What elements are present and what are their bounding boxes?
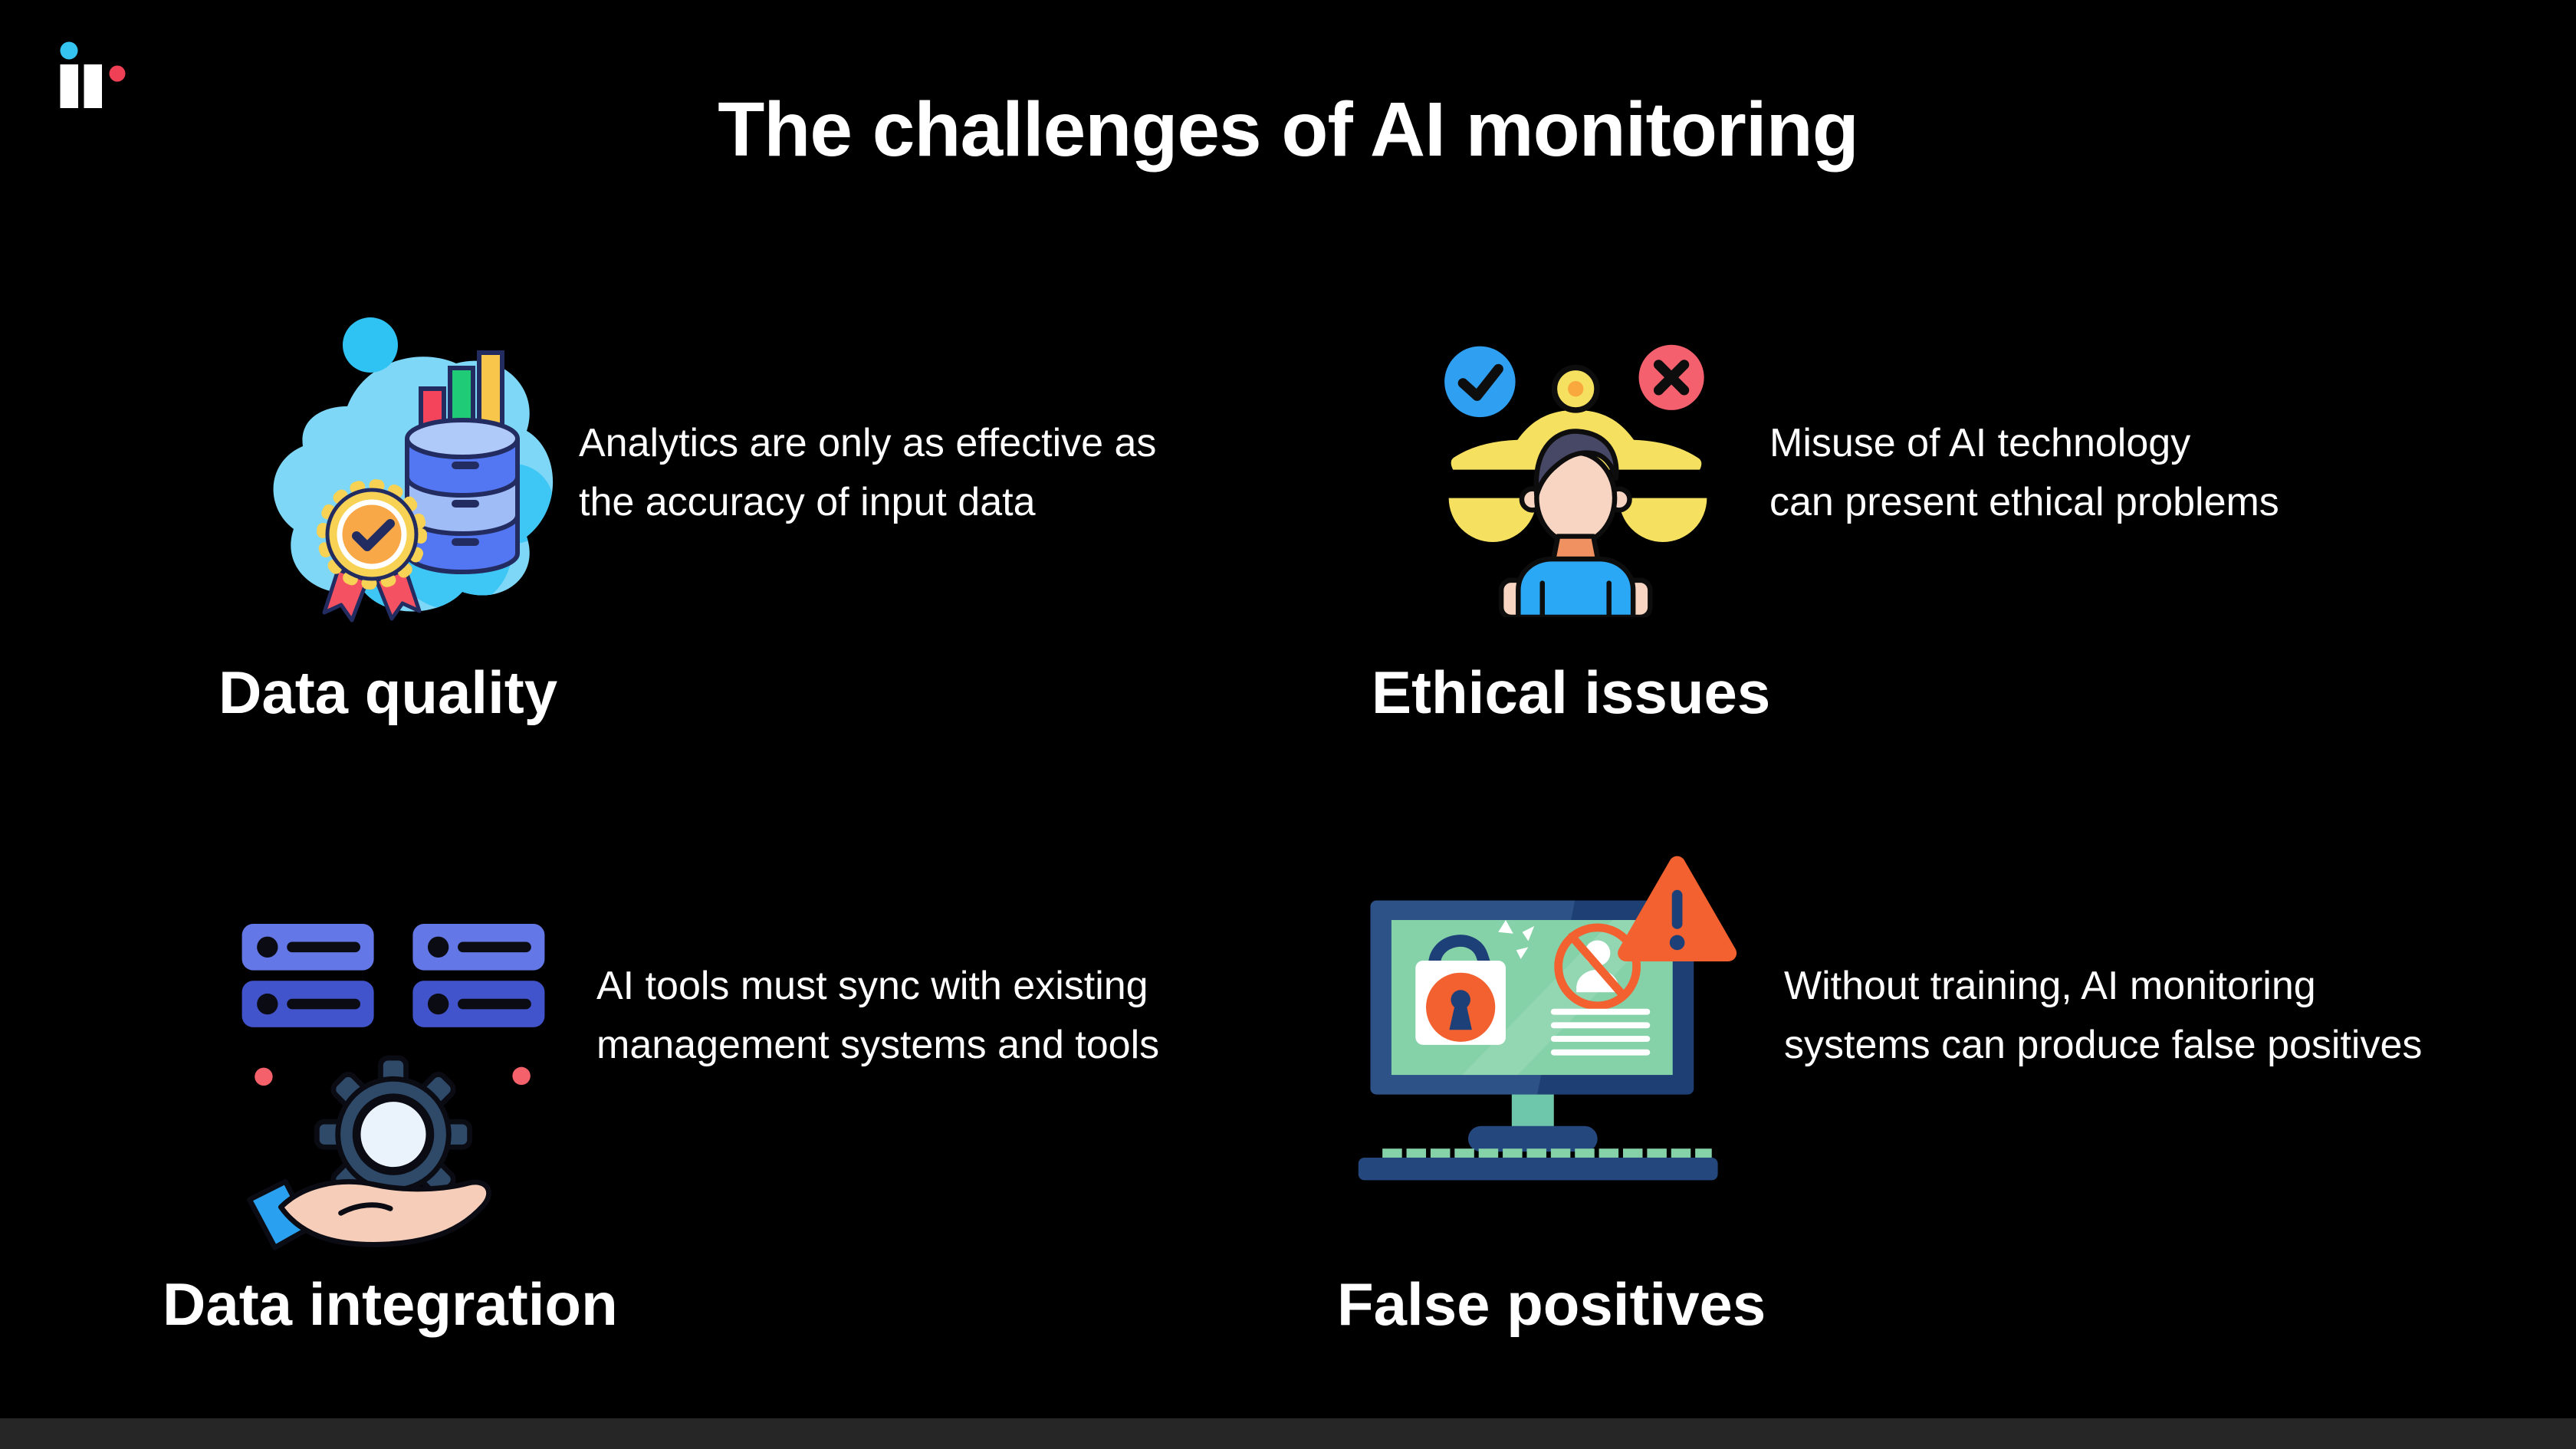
check-icon bbox=[352, 519, 395, 551]
bottom-bar bbox=[0, 1418, 2576, 1449]
data-integration-heading: Data integration bbox=[163, 1270, 618, 1338]
description-line: Without training, AI monitoring bbox=[1784, 964, 2316, 1008]
description-line: Analytics are only as effective as bbox=[579, 421, 1157, 465]
check-icon bbox=[1457, 363, 1503, 401]
ethical-issues-icon bbox=[1444, 344, 1707, 617]
sparkles bbox=[1498, 920, 1535, 960]
data-quality-description: Analytics are only as effective as the a… bbox=[579, 414, 1156, 532]
ir-logo-graphic bbox=[60, 41, 126, 108]
false-positives-heading: False positives bbox=[1337, 1270, 1766, 1338]
scale-pan-right bbox=[1618, 498, 1707, 542]
ir-logo bbox=[58, 40, 131, 113]
description-line: systems can produce false positives bbox=[1784, 1023, 2423, 1067]
hair bbox=[1533, 429, 1619, 498]
description-line: AI tools must sync with existing bbox=[596, 964, 1148, 1008]
monitor-stand bbox=[1511, 1094, 1554, 1131]
logo-red-dot bbox=[109, 65, 126, 82]
no-user-icon bbox=[1554, 923, 1641, 1010]
data-integration-description: AI tools must sync with existing managem… bbox=[596, 957, 1159, 1075]
warning-triangle-icon bbox=[1618, 856, 1737, 961]
logo-bar-2 bbox=[84, 64, 102, 108]
text-lines bbox=[1550, 1008, 1651, 1056]
red-dot-left bbox=[255, 1067, 273, 1086]
logo-blue-dot bbox=[60, 41, 78, 60]
scale-pan-left bbox=[1448, 498, 1537, 542]
description-line: the accuracy of input data bbox=[579, 480, 1036, 524]
cross-icon bbox=[1653, 360, 1690, 396]
red-dot-right bbox=[512, 1066, 531, 1086]
data-integration-icon bbox=[242, 924, 545, 1250]
monitor-base bbox=[1467, 1125, 1598, 1152]
ethical-issues-description: Misuse of AI technology can present ethi… bbox=[1769, 414, 2279, 532]
person bbox=[1498, 429, 1653, 617]
keyboard bbox=[1358, 1148, 1718, 1181]
keyhole-icon bbox=[1449, 1002, 1472, 1030]
database-chart bbox=[405, 350, 520, 574]
false-positives-description: Without training, AI monitoring systems … bbox=[1784, 957, 2422, 1075]
hand bbox=[246, 1178, 491, 1250]
data-quality-heading: Data quality bbox=[219, 659, 558, 726]
logo-bar-1 bbox=[60, 64, 78, 108]
server-racks bbox=[242, 924, 545, 1027]
data-quality-icon bbox=[273, 317, 554, 623]
shirt bbox=[1516, 556, 1636, 617]
approve-circle bbox=[1444, 346, 1516, 418]
cyan-dot bbox=[343, 317, 398, 373]
monitor bbox=[1370, 900, 1694, 1095]
page-title: The challenges of AI monitoring bbox=[718, 87, 1859, 172]
gear-icon bbox=[314, 1055, 473, 1214]
description-line: management systems and tools bbox=[596, 1023, 1160, 1067]
false-positives-icon bbox=[1358, 856, 1737, 1181]
description-line: can present ethical problems bbox=[1769, 480, 2279, 524]
ethical-issues-heading: Ethical issues bbox=[1372, 659, 1771, 726]
description-line: Misuse of AI technology bbox=[1769, 421, 2191, 465]
award-medal bbox=[317, 479, 427, 623]
